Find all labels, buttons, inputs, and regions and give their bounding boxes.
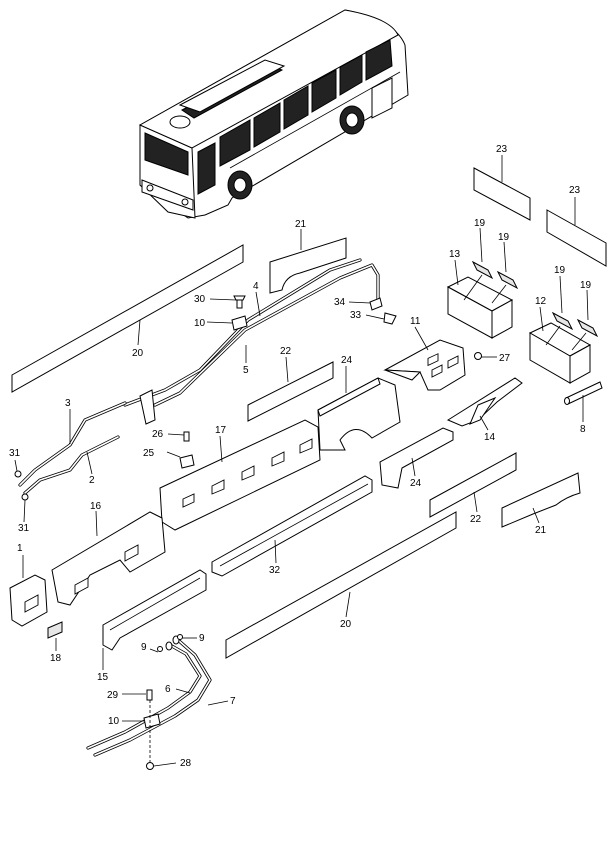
part-20-top-strip: [11, 244, 244, 393]
label-3: 3: [65, 398, 71, 409]
label-19a: 19: [474, 218, 486, 229]
part-14-panel: [446, 377, 523, 427]
label-25: 25: [143, 448, 155, 459]
label-34: 34: [334, 297, 346, 308]
label-10b: 10: [108, 716, 120, 727]
part-22-lower-panel: [429, 452, 517, 518]
label-19b: 19: [498, 232, 510, 243]
label-9b: 9: [199, 633, 205, 644]
part-6-7-tubes: [86, 635, 212, 757]
label-31a: 31: [9, 448, 21, 459]
part-2-tube: [23, 435, 120, 495]
part-1-bracket: [9, 574, 48, 627]
label-24b: 24: [410, 478, 422, 489]
part-19-reflectors: [463, 260, 599, 351]
label-27: 27: [499, 353, 511, 364]
part-23-right-panel: [546, 209, 607, 267]
label-8: 8: [580, 424, 586, 435]
label-21a: 21: [295, 219, 307, 230]
label-22a: 22: [280, 346, 292, 357]
label-1: 1: [17, 543, 23, 554]
label-4: 4: [253, 281, 259, 292]
label-28: 28: [180, 758, 192, 769]
label-24a: 24: [341, 355, 353, 366]
label-19d: 19: [580, 280, 592, 291]
label-20b: 20: [340, 619, 352, 630]
part-12-block: [528, 322, 592, 384]
label-31b: 31: [18, 523, 30, 534]
label-16: 16: [90, 501, 102, 512]
part-4-5-tube: [123, 258, 380, 425]
part-17-panel: [159, 419, 321, 531]
part-15-panel: [102, 569, 207, 651]
part-24-upper-panel: [317, 377, 401, 451]
label-14: 14: [484, 432, 496, 443]
label-11: 11: [410, 316, 421, 327]
label-20a: 20: [132, 348, 144, 359]
part-21-lower-panel: [501, 472, 581, 528]
label-6: 6: [165, 684, 171, 695]
label-32: 32: [269, 565, 281, 576]
part-18-clip: [47, 621, 63, 639]
part-13-block: [446, 276, 514, 339]
label-26: 26: [152, 429, 164, 440]
part-32-panel: [211, 475, 373, 577]
label-2: 2: [89, 475, 95, 486]
label-9a: 9: [141, 642, 147, 653]
label-5: 5: [243, 365, 249, 376]
part-16-panel: [51, 511, 166, 606]
fasteners: [14, 295, 482, 770]
label-19c: 19: [554, 265, 566, 276]
label-13: 13: [449, 249, 461, 260]
part-21-upper-panel: [269, 237, 347, 294]
label-10a: 10: [194, 318, 206, 329]
part-11-panel: [383, 339, 466, 391]
callout-labels: 1 2 3 4 5 6 7 8 9 9 10 10 11 12 13 14 15…: [9, 144, 592, 769]
label-23b: 23: [569, 185, 581, 196]
part-23-left-panel: [473, 167, 531, 221]
label-30: 30: [194, 294, 206, 305]
part-3-tube: [18, 401, 127, 487]
label-17: 17: [215, 425, 227, 436]
label-15: 15: [97, 672, 109, 683]
label-7: 7: [230, 696, 236, 707]
label-33: 33: [350, 310, 362, 321]
label-22b: 22: [470, 514, 482, 525]
label-29: 29: [107, 690, 119, 701]
part-22-upper-panel: [247, 361, 334, 422]
part-8-rod: [564, 381, 603, 405]
label-12: 12: [535, 296, 547, 307]
label-23a: 23: [496, 144, 508, 155]
part-24-lower-panel: [379, 427, 454, 489]
label-18: 18: [50, 653, 62, 664]
leader-lines: [14, 155, 589, 767]
part-20-bottom-strip: [225, 511, 457, 659]
bus-illustration: [138, 9, 409, 219]
label-21b: 21: [535, 525, 547, 536]
